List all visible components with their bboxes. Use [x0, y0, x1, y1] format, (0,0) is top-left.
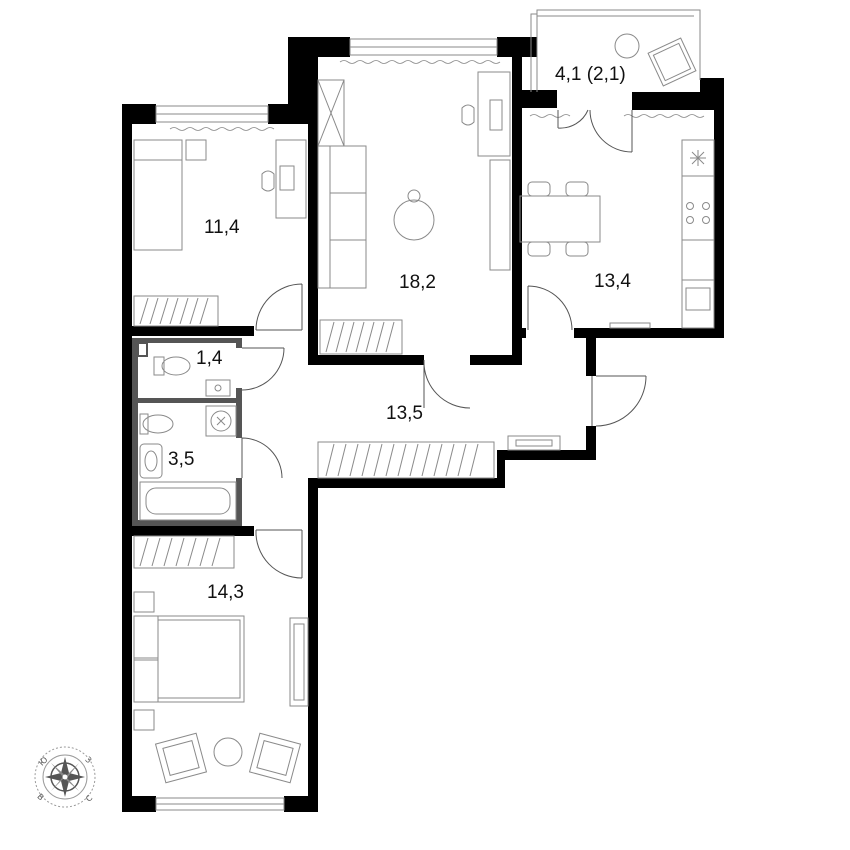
partition-wet-right-bottom — [236, 478, 242, 526]
wardrobe-hall — [317, 441, 495, 479]
wall-living-kitchen — [512, 37, 522, 363]
toilet-bath — [142, 414, 174, 434]
room-labels: 11,4 18,2 13,4 4,1 (2,1) 1,4 3,5 13,5 14… — [168, 64, 631, 603]
door-kitchen — [527, 285, 573, 331]
compass-west: З — [83, 755, 93, 765]
dining-table — [519, 195, 601, 243]
bed-double — [133, 615, 245, 703]
wall-bottom-kitchen-left — [512, 328, 526, 338]
nightstand-bottom — [133, 709, 155, 731]
partition-corner-square — [137, 342, 148, 357]
wall-hall-right-lower — [586, 426, 596, 460]
nightstand-top — [133, 591, 155, 613]
wardrobe-small — [133, 295, 219, 327]
area-bathroom: 3,5 — [168, 449, 194, 470]
wall-right-lower — [308, 478, 318, 812]
wall-bottom-right — [284, 796, 318, 812]
sink-toilet — [205, 379, 231, 397]
doors — [241, 109, 647, 579]
area-toilet: 1,4 — [196, 348, 223, 369]
side-table-master — [213, 737, 243, 767]
bathtub — [139, 481, 237, 521]
door-balcony — [557, 109, 633, 153]
balcony-table — [614, 33, 640, 59]
wall-top-bedroom-left — [122, 104, 156, 124]
partition-bath-bottom — [132, 520, 242, 526]
kitchen-counter — [681, 139, 715, 329]
wall-hall-right-upper — [586, 338, 596, 376]
door-bathroom — [241, 437, 283, 479]
structural-walls — [122, 37, 724, 812]
curtains — [169, 60, 705, 131]
wall-bedroom-small-bottom — [122, 326, 254, 336]
wall-bottom-left — [122, 796, 156, 812]
door-bedroom-small — [255, 283, 303, 331]
door-living — [423, 359, 471, 409]
compass-south: Ю — [37, 755, 50, 768]
tv-stand — [489, 159, 511, 271]
desk-small — [275, 139, 307, 219]
nightstand — [185, 139, 207, 161]
area-bedroom-master: 14,3 — [207, 582, 244, 603]
wall-living-bottom-left — [308, 355, 424, 365]
wall-right-kitchen — [714, 92, 724, 338]
area-bedroom-small: 11,4 — [204, 217, 240, 238]
wall-living-bottom-right — [470, 355, 522, 365]
desk-living — [477, 71, 511, 157]
compass-north: С — [84, 793, 95, 804]
sink-bath — [139, 443, 163, 479]
wall-top-living-left — [288, 37, 350, 57]
windows — [155, 9, 701, 811]
door-bedroom-master — [255, 529, 303, 579]
wall-left-lower — [122, 526, 132, 812]
partition-toilet-bath — [132, 398, 242, 403]
partition-wet-right-mid — [236, 388, 242, 438]
balcony-glazing — [536, 9, 701, 92]
wall-bedroom-master-top — [122, 526, 254, 536]
wall-hall-bottom — [497, 450, 596, 460]
partition-wet-right-top — [236, 338, 242, 348]
radiator-kitchen — [609, 322, 651, 329]
wall-hall-step — [497, 450, 505, 486]
door-toilet — [241, 347, 285, 391]
wall-wet-left — [122, 336, 132, 526]
partitions — [132, 338, 242, 526]
wall-pillar-kitchen — [512, 90, 557, 108]
wall-bottom-kitchen — [574, 328, 724, 338]
coffee-table — [393, 199, 435, 241]
area-hall: 13,5 — [386, 403, 423, 424]
area-living: 18,2 — [399, 272, 436, 293]
tv-stand-master — [289, 617, 309, 707]
wardrobe-living — [319, 319, 403, 355]
door-entrance — [591, 375, 647, 427]
toilet-bowl — [153, 356, 165, 376]
furniture — [133, 33, 715, 784]
wall-hall-bottom-long — [308, 478, 505, 488]
compass-east: В — [35, 792, 45, 802]
wall-left-upper — [122, 104, 132, 336]
partition-wet-left — [132, 338, 138, 526]
wall-living-left — [308, 112, 318, 365]
area-balcony: 4,1 (2,1) — [555, 64, 626, 85]
sofa — [317, 145, 367, 289]
bed-single — [133, 139, 183, 251]
washing-machine — [205, 405, 237, 437]
partition-toilet-top — [132, 338, 242, 343]
area-kitchen: 13,4 — [594, 271, 631, 292]
shoe-rack — [507, 435, 561, 451]
compass-rose-icon: Ю З В С — [34, 746, 96, 808]
wardrobe-master — [133, 535, 235, 569]
